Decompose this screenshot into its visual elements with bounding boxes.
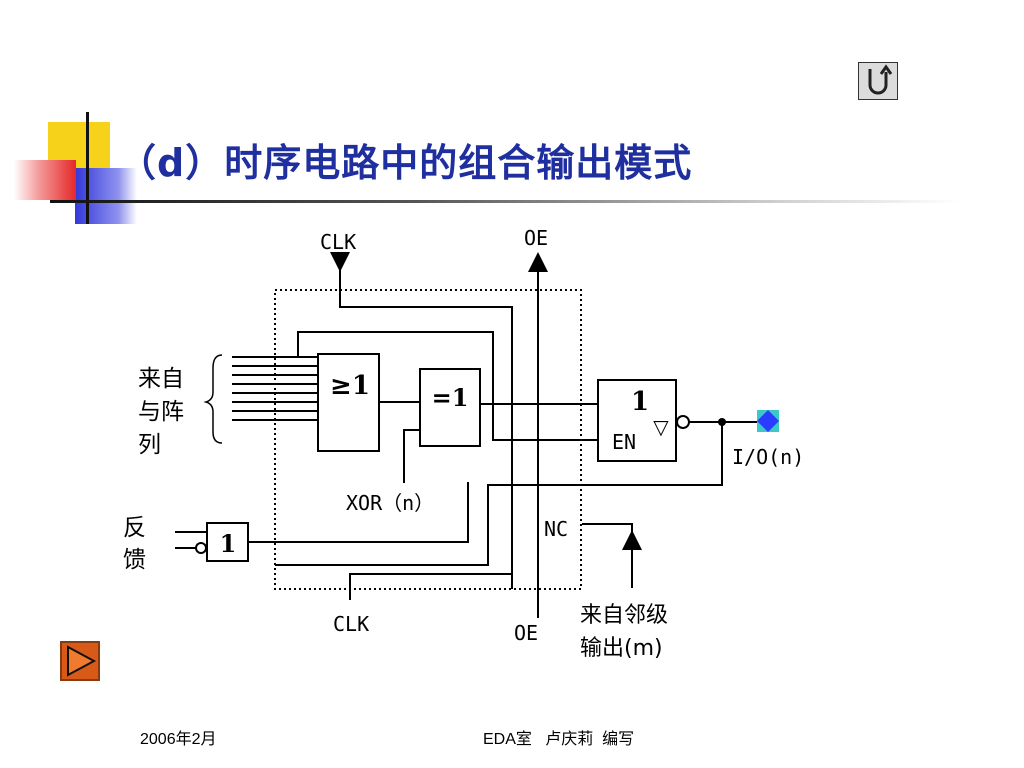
from-neighbor-label-line2: 输出(m) bbox=[580, 636, 663, 661]
u-turn-return-icon bbox=[868, 64, 893, 95]
oe-bottom-label: OE bbox=[514, 621, 538, 645]
output-buffer-tri-symbol: ▽ bbox=[653, 415, 669, 439]
xor-gate-label: =1 bbox=[432, 383, 469, 412]
deco-blue-block bbox=[75, 168, 137, 224]
clk-top-label: CLK bbox=[320, 230, 356, 254]
title-underline bbox=[50, 200, 960, 203]
feedback-buffer bbox=[206, 522, 249, 562]
oe-top-label: OE bbox=[524, 226, 548, 250]
footer-date: 2006年2月 bbox=[140, 731, 217, 748]
io-pin-diamond bbox=[757, 410, 779, 432]
or-gate bbox=[317, 353, 380, 452]
output-buffer bbox=[597, 379, 677, 462]
from-array-label-line3: 列 bbox=[138, 432, 161, 458]
from-neighbor-label-line1: 来自邻级 bbox=[580, 603, 668, 628]
output-inverter-bubble bbox=[676, 415, 690, 429]
nc-label: NC bbox=[544, 517, 568, 541]
clk-bottom-label: CLK bbox=[333, 612, 369, 636]
from-array-label-line2: 与阵 bbox=[138, 399, 184, 425]
input-bus bbox=[232, 356, 318, 421]
feedback-inverter-bubble bbox=[195, 542, 207, 554]
page-title: （d）时序电路中的组合输出模式 bbox=[118, 141, 693, 185]
output-buffer-label: 1 bbox=[631, 387, 649, 417]
return-button[interactable] bbox=[858, 62, 898, 100]
array-brace bbox=[203, 354, 223, 444]
feedback-label-line1: 反 bbox=[123, 515, 146, 541]
xor-n-label: XOR（n） bbox=[346, 491, 434, 515]
feedback-label-line2: 馈 bbox=[123, 547, 146, 573]
feedback-buffer-label: 1 bbox=[220, 529, 237, 558]
play-triangle-icon bbox=[60, 641, 100, 681]
play-button[interactable] bbox=[60, 641, 100, 681]
xor-gate bbox=[419, 368, 481, 447]
deco-vertical-line bbox=[86, 112, 89, 224]
from-array-label-line1: 来自 bbox=[138, 366, 184, 392]
footer-author: EDA室 卢庆莉 编写 bbox=[483, 731, 635, 748]
deco-red-block bbox=[14, 160, 76, 200]
or-gate-label: ≥1 bbox=[330, 371, 370, 401]
io-label: I/O(n) bbox=[732, 445, 804, 469]
output-buffer-en-label: EN bbox=[612, 430, 636, 454]
